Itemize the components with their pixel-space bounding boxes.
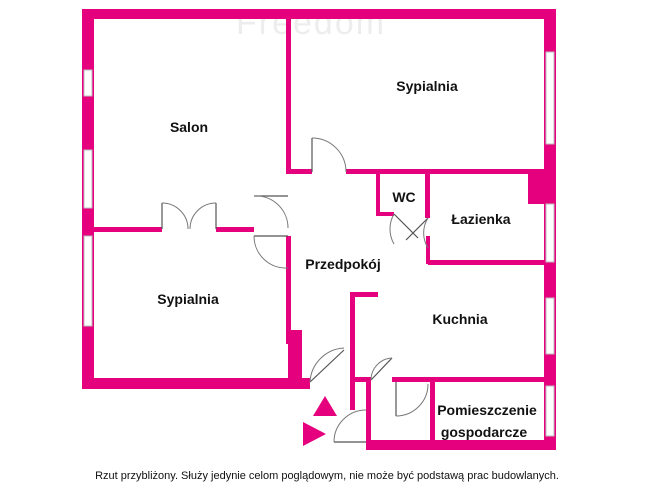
room-label-sypialnia-left: Sypialnia [157,291,219,307]
room-label-przedpokoj: Przedpokój [305,256,380,272]
entrance-arrow-right-icon [303,422,326,446]
disclaimer-text: Rzut przybliżony. Służy jedynie celom po… [95,470,559,482]
room-label-pomieszczenie: Pomieszczenie [437,402,537,418]
interior-walls [94,19,544,450]
windows [83,51,555,437]
room-label-salon: Salon [170,119,208,135]
room-label-lazienka: Łazienka [451,211,510,227]
entrance-arrow-up-icon [313,396,337,416]
room-label-wc: WC [392,189,415,205]
room-label-kuchnia: Kuchnia [432,311,487,327]
doors [161,137,429,443]
room-labels: Salon Sypialnia Sypialnia WC Łazienka Pr… [157,78,537,440]
room-label-gospodarcze: gospodarcze [441,424,528,440]
room-label-sypialnia-top: Sypialnia [396,78,458,94]
entrance-arrows [303,396,337,446]
